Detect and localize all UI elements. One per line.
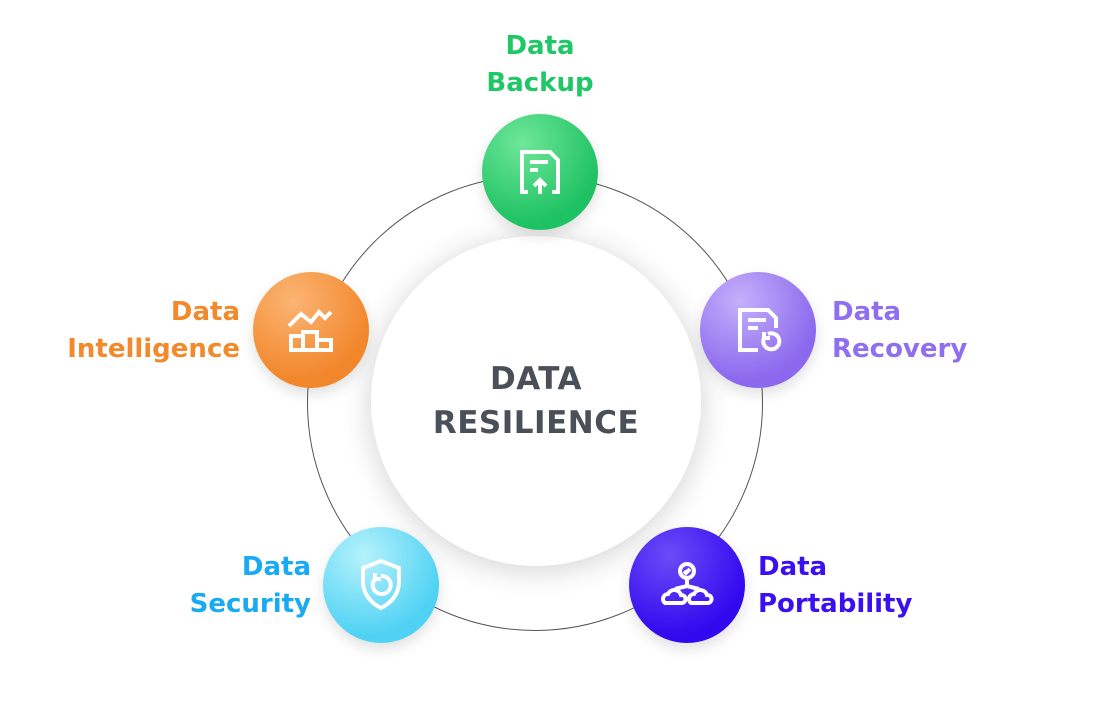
label-line: Data [832,297,902,327]
label-line: Data [758,552,828,582]
label-line: Backup [486,68,594,98]
label-line: Data [241,552,311,582]
node-data-intelligence [253,272,369,388]
label-line: Recovery [832,334,968,364]
node-data-portability [629,527,745,643]
analytics-chart-icon [287,309,333,352]
node-data-backup [482,114,598,230]
label-line: Data [505,31,575,61]
label-line: Intelligence [67,334,240,364]
document-upload-icon [520,150,560,194]
label-line: Data [170,297,240,327]
cloud-transfer-icon [661,562,714,605]
document-restore-icon [738,308,782,352]
node-data-security [323,527,439,643]
shield-restore-icon [361,558,401,611]
label-line: Portability [758,589,913,619]
node-data-recovery [700,272,816,388]
center-title-line2: RESILIENCE [432,405,640,441]
center-title-line1: DATA [489,361,583,397]
label-line: Security [189,589,311,619]
center-circle: DATA RESILIENCE [371,236,701,566]
